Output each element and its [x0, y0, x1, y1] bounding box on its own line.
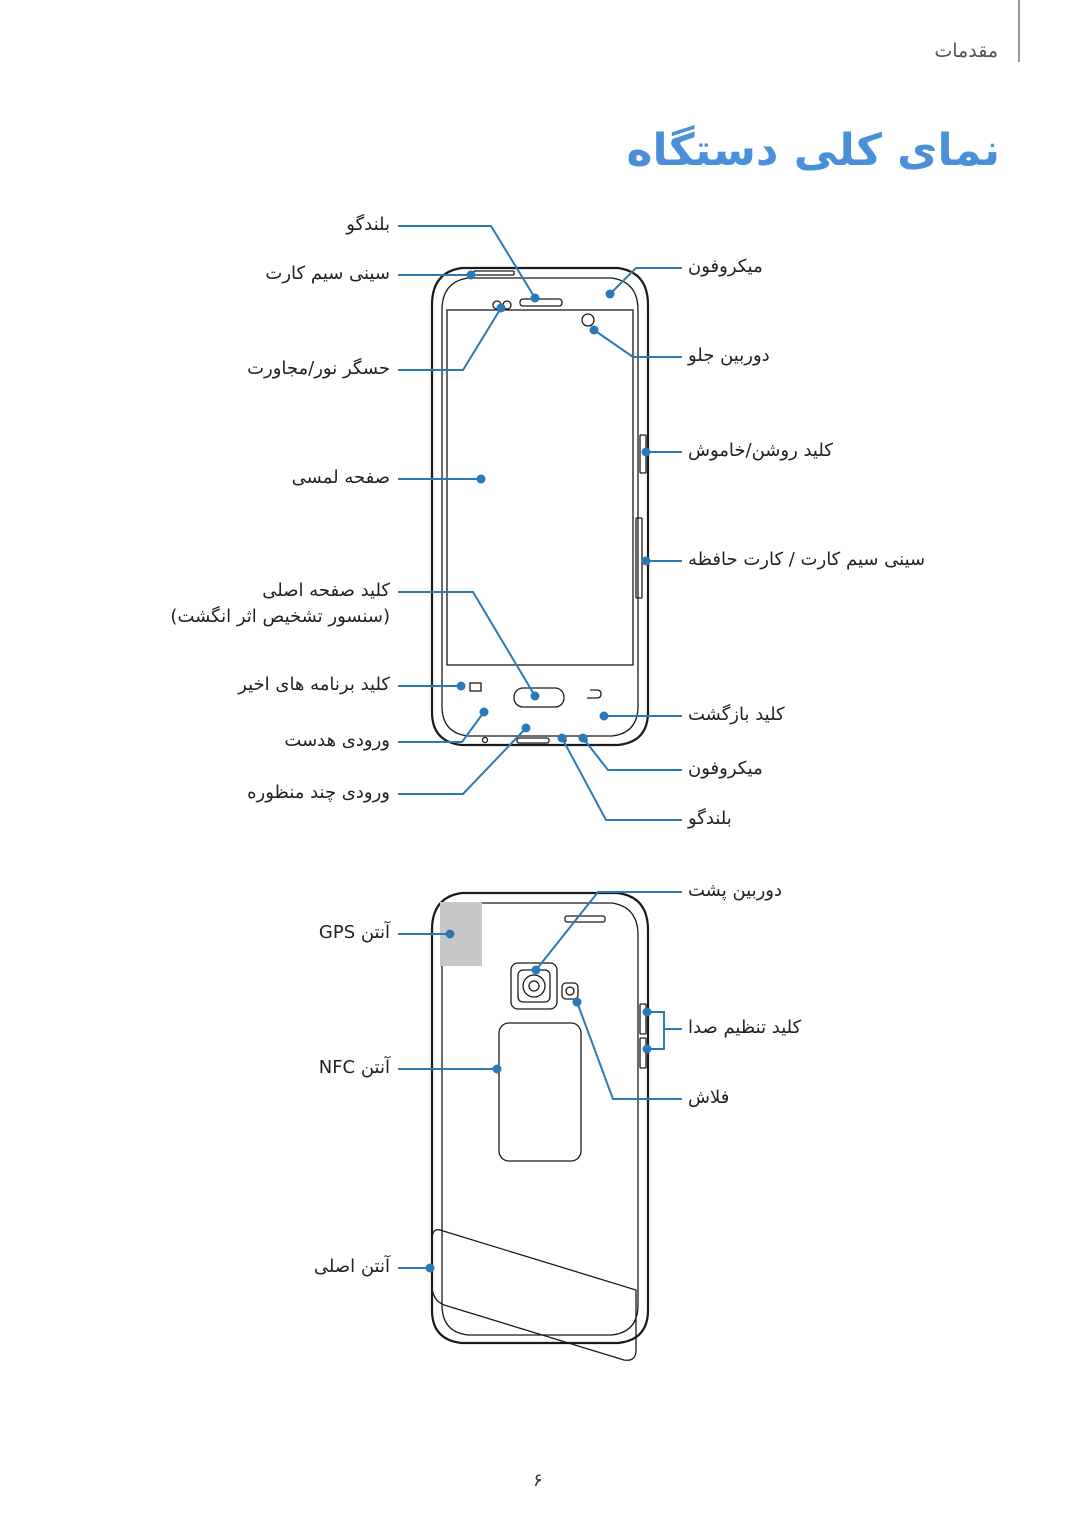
page-title: نمای کلی دستگاه — [626, 125, 1000, 176]
label-fingerprint-sensor: (سنسور تشخیص اثر انگشت) — [170, 606, 390, 627]
label-main-antenna: آنتن اصلی — [313, 1256, 390, 1277]
label-gps-antenna: آنتن GPS — [318, 922, 390, 943]
label-multipurpose-jack: ورودی چند منظوره — [247, 782, 390, 803]
label-mic-top: میکروفون — [688, 256, 763, 277]
label-sim-memory-tray: سینی سیم کارت / کارت حافظه — [688, 549, 926, 570]
label-touchscreen: صفحه لمسی — [291, 467, 390, 488]
label-speaker-bottom: بلندگو — [688, 808, 732, 829]
section-header: مقدمات — [934, 40, 998, 62]
back-callouts-right — [531, 891, 682, 1100]
front-callouts-left — [398, 225, 540, 795]
back-callouts-left — [398, 929, 502, 1273]
front-callouts-right — [557, 267, 682, 821]
header-divider — [1018, 0, 1020, 62]
label-power-key: کلید روشن/خاموش — [688, 440, 833, 461]
label-home-key: کلید صفحه اصلی — [262, 580, 390, 601]
label-front-camera: دوربین جلو — [688, 345, 770, 366]
label-mic-bottom: میکروفون — [688, 758, 763, 779]
label-headset-jack: ورودی هدست — [284, 730, 390, 751]
label-speaker-top: بلندگو — [346, 214, 390, 235]
back-phone-outline — [430, 891, 650, 1361]
front-phone-outline — [430, 266, 650, 747]
label-volume-key: کلید تنظیم صدا — [688, 1017, 802, 1038]
label-nfc-antenna: آنتن NFC — [318, 1057, 390, 1078]
label-back-key: کلید بازگشت — [688, 704, 785, 725]
label-flash: فلاش — [688, 1087, 730, 1108]
label-light-proximity-sensor: حسگر نور/مجاورت — [247, 358, 390, 379]
label-rear-camera: دوربین پشت — [688, 880, 783, 901]
page-number: ۶ — [533, 1470, 543, 1491]
label-recent-apps-key: کلید برنامه های اخیر — [238, 674, 390, 695]
label-sim-slot: سینی سیم کارت — [265, 263, 390, 284]
